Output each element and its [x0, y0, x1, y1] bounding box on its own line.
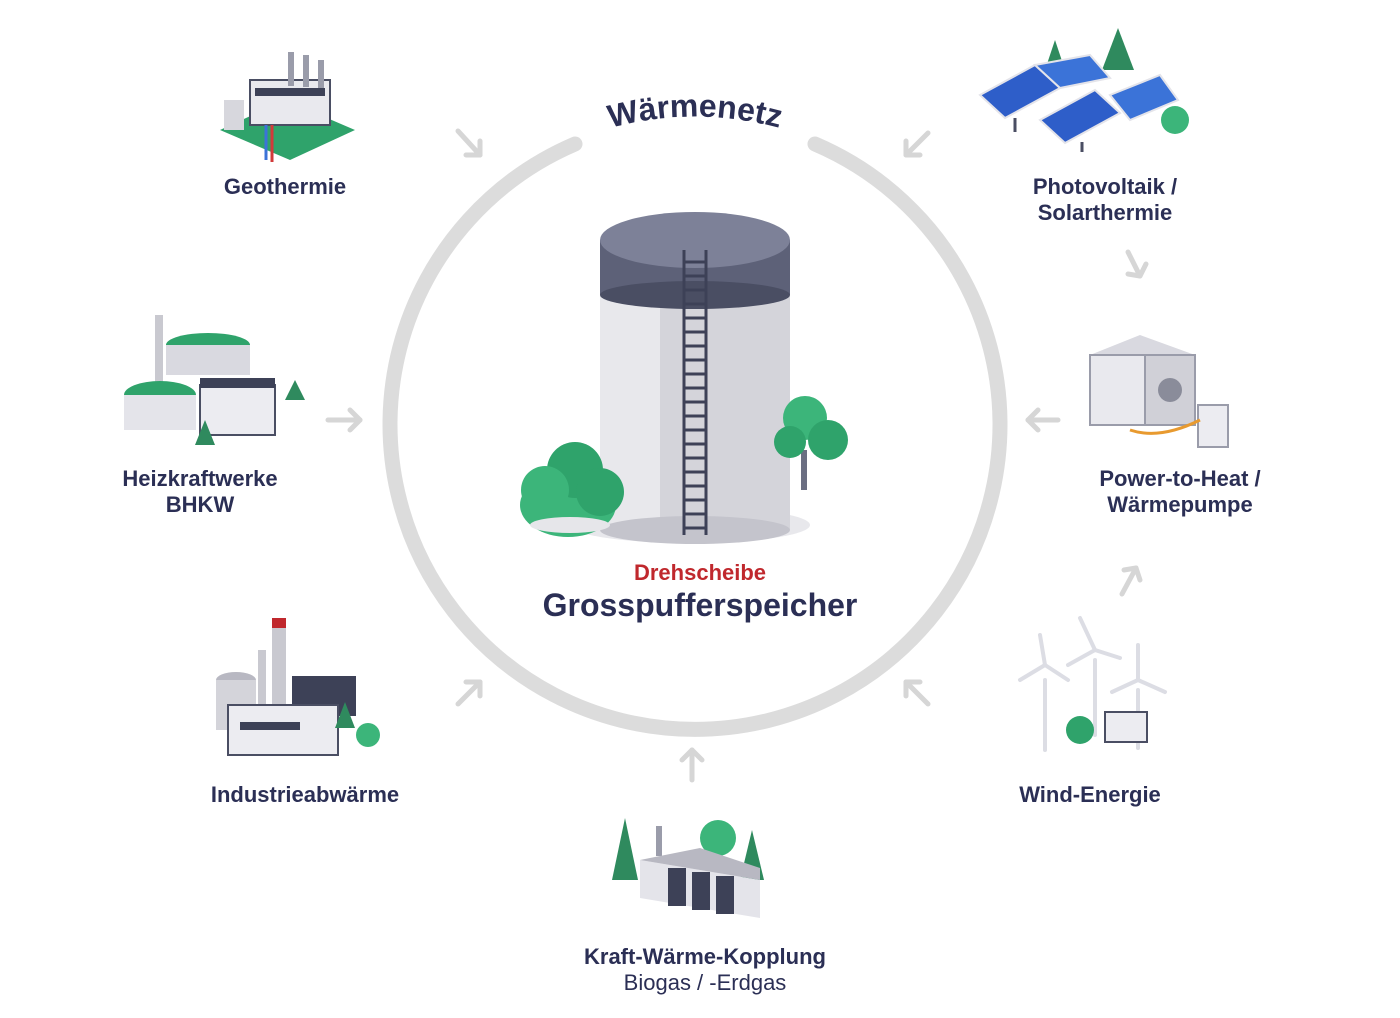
source-label-line: Industrieabwärme [210, 782, 400, 807]
source-label-line: Power-to-Heat / [1099, 466, 1261, 491]
source-label-wind: Wind-Energie [990, 782, 1190, 808]
source-label-line: Photovoltaik / [1032, 174, 1178, 199]
source-label-line: BHKW [165, 492, 235, 517]
heat-pump-icon [1089, 335, 1229, 448]
arrow-kwk [679, 747, 705, 783]
source-label-line: Kraft-Wärme-Kopplung [584, 944, 826, 969]
arrow-industrie [455, 679, 483, 707]
source-label-photovoltaik: Photovoltaik /Solarthermie [990, 174, 1220, 226]
source-label-line: Wind-Energie [1019, 782, 1161, 807]
ring-title-path: Wärmenetz [604, 87, 786, 134]
source-label-powertoheat: Power-to-Heat /Wärmepumpe [1060, 466, 1300, 518]
biogas-plant-icon [124, 315, 305, 445]
industrial-plant-icon [216, 618, 380, 756]
source-label-geothermie: Geothermie [185, 174, 385, 200]
arrow-powertoheat [1025, 407, 1061, 433]
source-label-subline: Biogas / -Erdgas [623, 970, 787, 995]
center-title: Grosspufferspeicher [542, 587, 858, 623]
source-label-line: Geothermie [223, 174, 347, 199]
arrow-wind [903, 679, 931, 707]
flow-arrows [325, 128, 1149, 783]
heat-network-ring [382, 136, 1008, 737]
arrow-heizkraftwerke [325, 407, 363, 433]
arrow-wind-up [1119, 565, 1143, 597]
solar-panels-icon [978, 28, 1189, 152]
geothermal-plant-icon [220, 52, 355, 162]
ring-title: Wärmenetz [604, 87, 786, 134]
tree-icon [520, 442, 624, 537]
source-label-line: Solarthermie [1037, 200, 1173, 225]
wind-turbines-icon [1018, 616, 1167, 752]
arrow-pv-down [1125, 249, 1149, 279]
chp-container-icon [612, 818, 764, 918]
arrow-photovoltaik [903, 130, 931, 158]
source-label-industrie: Industrieabwärme [180, 782, 430, 808]
buffer-tank-illustration [520, 212, 848, 544]
source-label-line: Wärmepumpe [1107, 492, 1253, 517]
center-kicker: Drehscheibe [633, 560, 767, 585]
tree-icon [774, 396, 848, 490]
source-label-line: Heizkraftwerke [122, 466, 278, 491]
arrow-geothermie [455, 128, 483, 158]
tank-ladder [682, 250, 708, 535]
